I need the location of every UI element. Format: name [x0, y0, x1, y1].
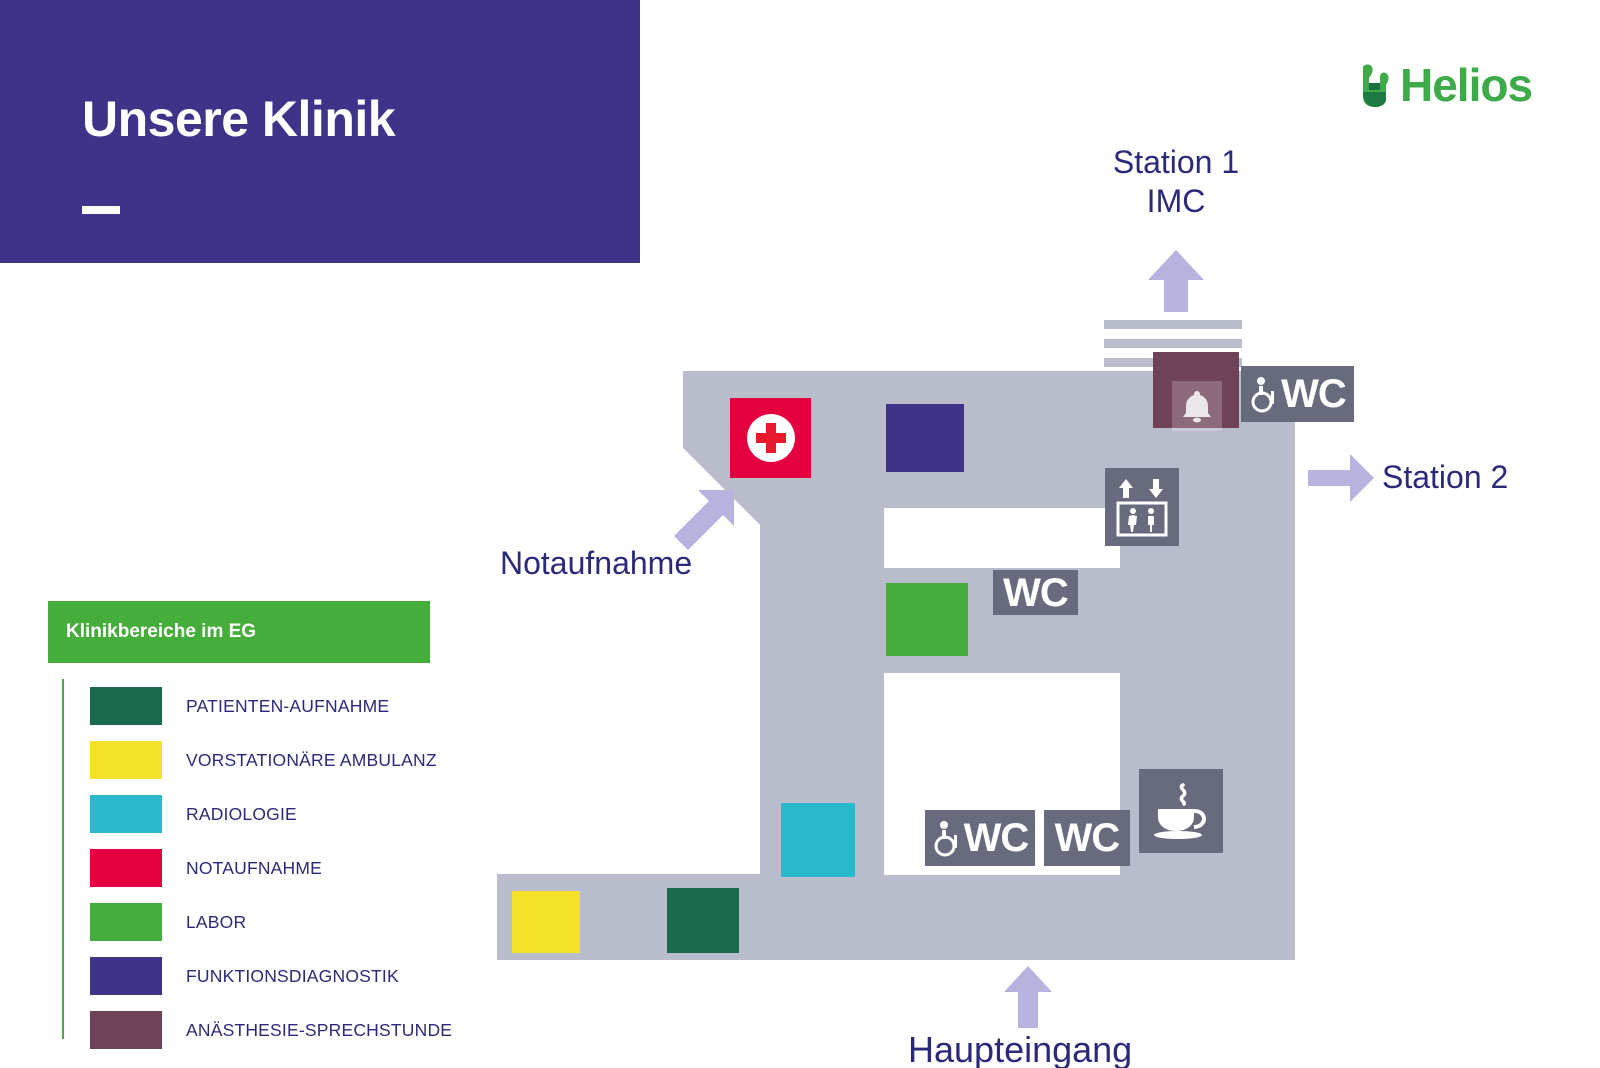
arrow-haupteingang-up — [1004, 966, 1052, 1028]
legend-item-radiologie: RADIOLOGIE — [48, 787, 478, 841]
legend-vertical-rule — [62, 679, 64, 1039]
stair-line-bottom-2 — [1286, 858, 1295, 960]
arrow-station2-right — [1308, 454, 1374, 502]
label-station-1: Station 1 IMC — [1101, 143, 1251, 221]
legend-item-vorstationaere-ambulanz: VORSTATIONÄRE AMBULANZ — [48, 733, 478, 787]
room-radiologie — [781, 803, 855, 877]
cafe-sign — [1139, 769, 1223, 853]
legend-label: VORSTATIONÄRE AMBULANZ — [186, 749, 437, 770]
page-title: Unsere Klinik — [82, 91, 396, 147]
arrow-notaufnahme-diagonal — [674, 490, 734, 550]
legend-label: LABOR — [186, 911, 247, 932]
legend-label: PATIENTEN-AUFNAHME — [186, 695, 390, 716]
room-patienten-aufnahme — [667, 888, 739, 953]
legend-label: RADIOLOGIE — [186, 803, 297, 824]
arrow-station1-up — [1148, 250, 1204, 312]
wc-accessible-sign-bottom: WC — [925, 810, 1035, 866]
stair-line-top-1 — [1104, 320, 1242, 329]
legend-swatch — [90, 687, 162, 725]
wc-label: WC — [1281, 372, 1347, 416]
emergency-cross-icon — [730, 398, 811, 478]
legend-item-patienten-aufnahme: PATIENTEN-AUFNAHME — [48, 679, 478, 733]
label-station-1-line1: Station 1 — [1112, 144, 1240, 180]
legend-swatch — [90, 795, 162, 833]
stair-line-right-1 — [1266, 372, 1274, 502]
wheelchair-icon — [934, 821, 957, 857]
title-banner: Unsere Klinik — [0, 0, 640, 263]
title-underline-rule — [82, 206, 120, 214]
cafe-icon — [1154, 783, 1207, 839]
elevator-icon — [1116, 479, 1168, 537]
wc-label: WC — [963, 816, 1030, 860]
helios-leaf-icon — [1363, 64, 1389, 107]
legend-swatch — [90, 741, 162, 779]
room-vorstationaere-ambulanz — [512, 891, 580, 953]
wc-label: WC — [1003, 570, 1069, 615]
legend-swatch — [90, 849, 162, 887]
label-notaufnahme: Notaufnahme — [500, 545, 693, 581]
stair-line-top-2 — [1104, 339, 1242, 348]
legend-items: PATIENTEN-AUFNAHME VORSTATIONÄRE AMBULAN… — [48, 663, 478, 1057]
legend-label: ANÄSTHESIE-SPRECHSTUNDE — [186, 1019, 453, 1040]
legend-item-labor: LABOR — [48, 895, 478, 949]
legend-item-anaesthesie-sprechstunde: ANÄSTHESIE-SPRECHSTUNDE — [48, 1003, 478, 1057]
bell-icon — [1172, 381, 1222, 431]
helios-wordmark: Helios — [1400, 59, 1533, 111]
wc-accessible-sign-top: WC — [1241, 366, 1354, 422]
room-funktionsdiagnostik — [886, 404, 964, 472]
helios-logo: Helios — [1357, 59, 1533, 111]
legend-item-notaufnahme: NOTAUFNAHME — [48, 841, 478, 895]
elevator-sign — [1105, 468, 1179, 546]
room-labor — [886, 583, 968, 656]
legend-swatch — [90, 1011, 162, 1049]
legend-swatch — [90, 903, 162, 941]
wc-sign-bottom: WC — [1044, 810, 1130, 866]
stair-line-bottom-1 — [1268, 858, 1277, 960]
building-bottom-wing — [497, 874, 1295, 960]
label-station-1-line2: IMC — [1146, 183, 1206, 220]
wheelchair-icon — [1251, 377, 1275, 413]
wc-label: WC — [1054, 816, 1121, 860]
label-station-2: Station 2 — [1382, 459, 1509, 495]
legend-header: Klinikbereiche im EG — [48, 601, 430, 663]
wc-sign-middle: WC — [993, 570, 1078, 615]
stair-line-right-2 — [1281, 372, 1289, 502]
legend-label: FUNKTIONSDIAGNOSTIK — [186, 965, 399, 986]
legend-swatch — [90, 957, 162, 995]
legend-label: NOTAUFNAHME — [186, 857, 323, 878]
legend: Klinikbereiche im EG PATIENTEN-AUFNAHME … — [48, 601, 478, 1057]
legend-item-funktionsdiagnostik: FUNKTIONSDIAGNOSTIK — [48, 949, 478, 1003]
courtyard-upper — [884, 508, 1120, 568]
label-haupteingang: Haupteingang — [908, 1029, 1133, 1068]
